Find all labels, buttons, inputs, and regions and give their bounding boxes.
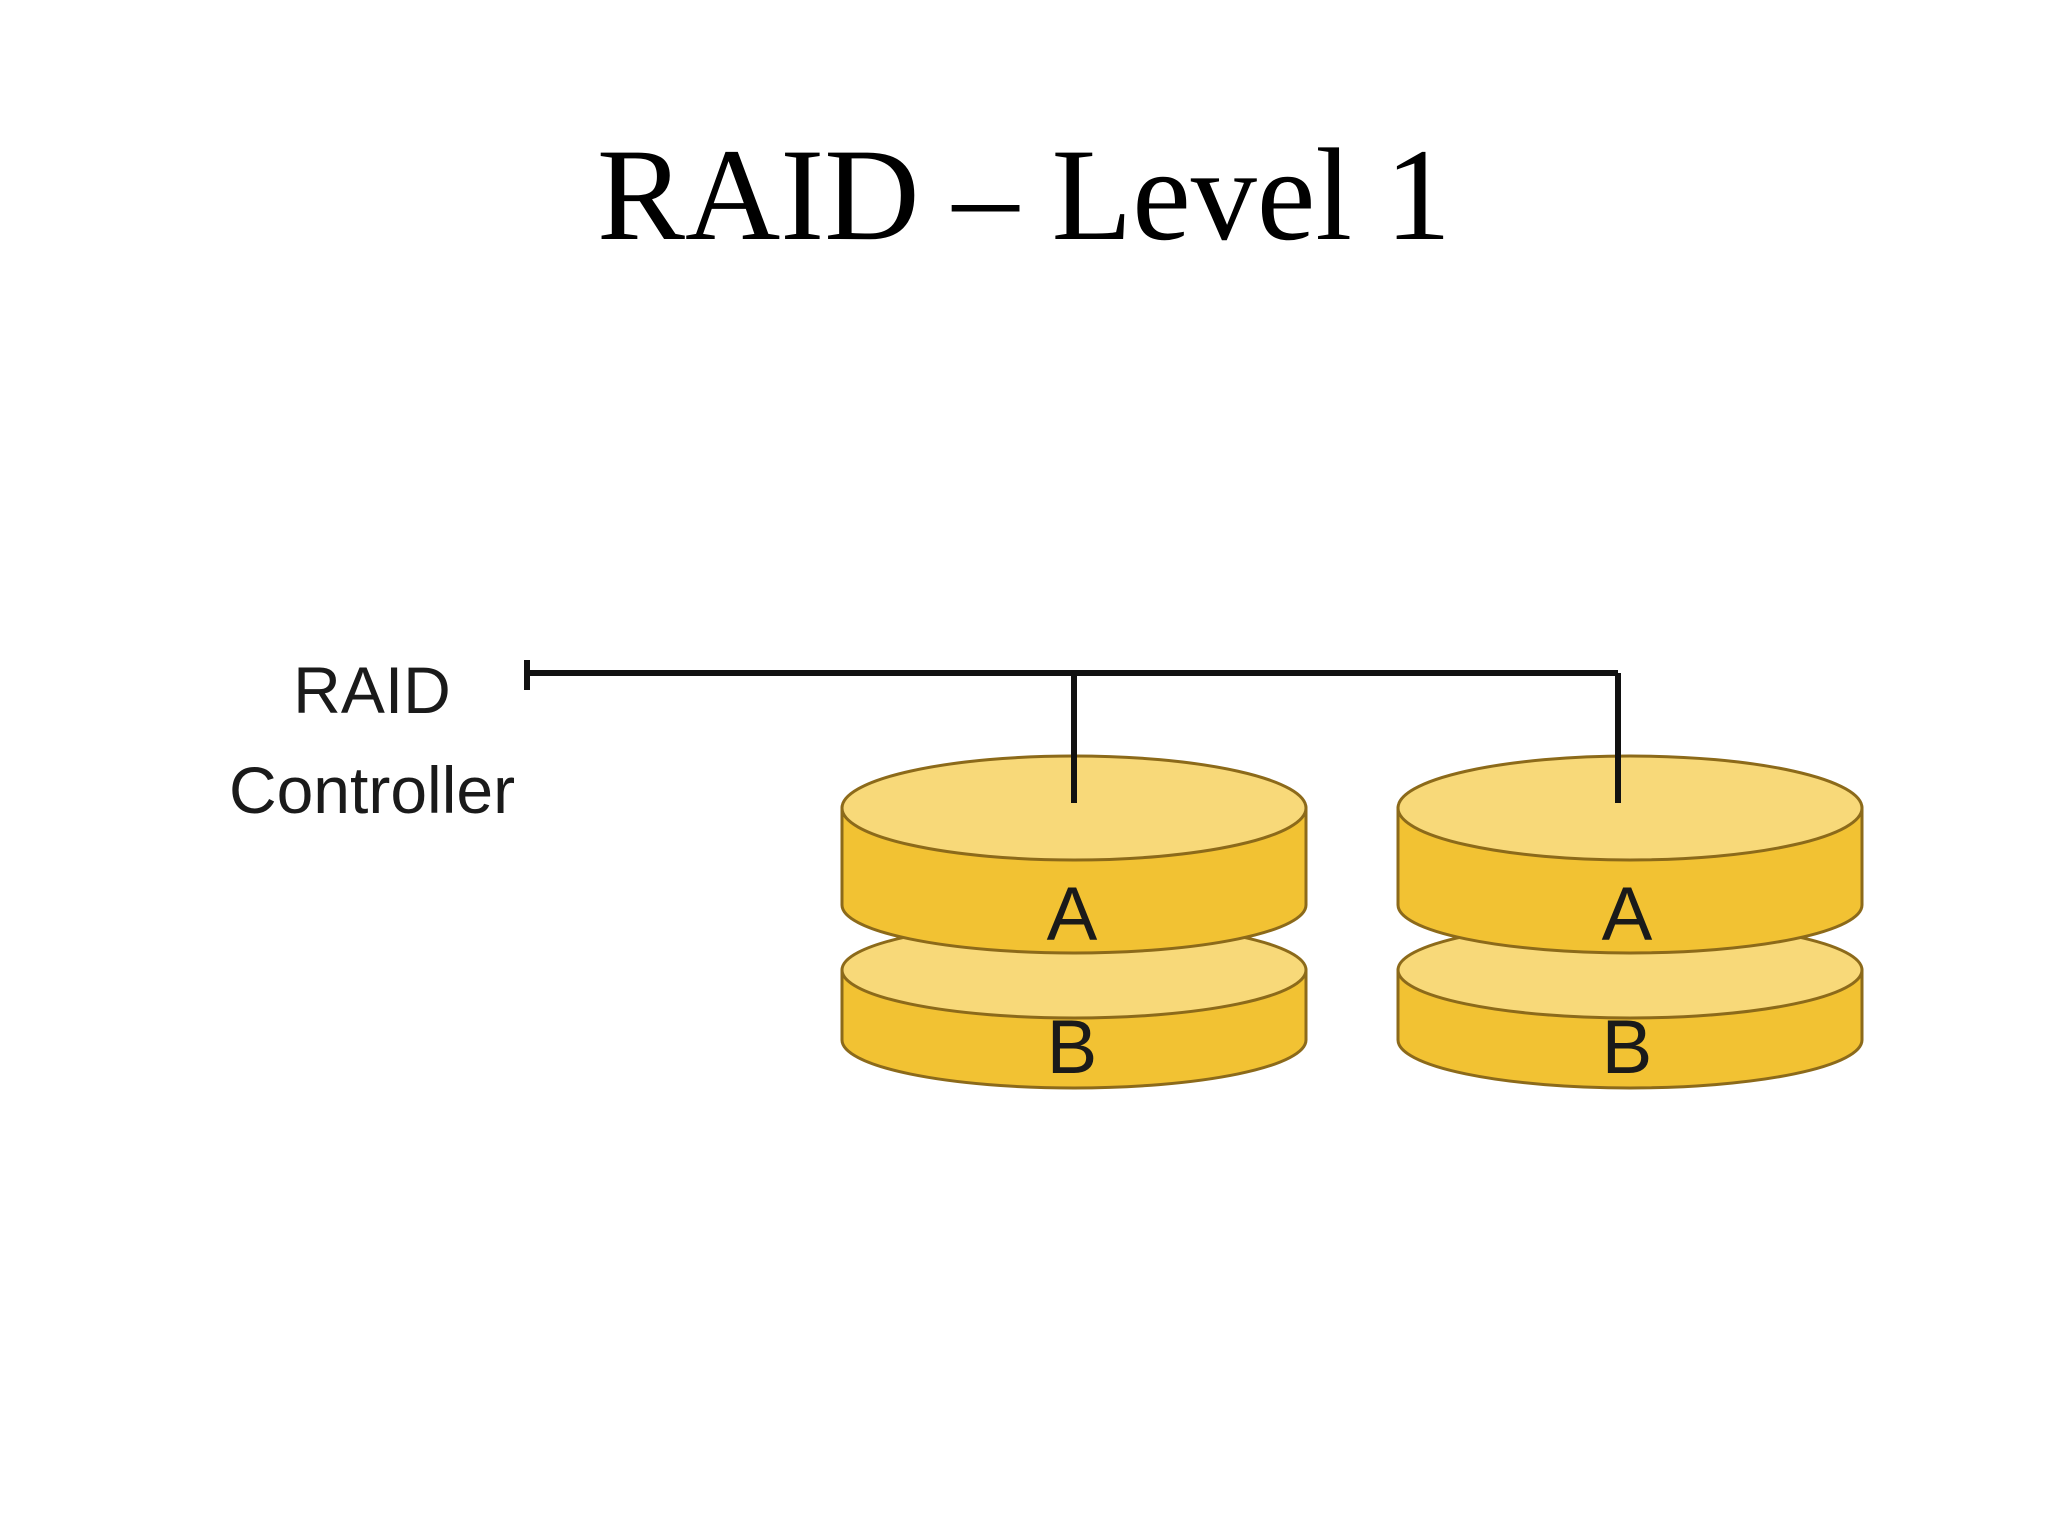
disk-2-label-a: A [1602,872,1653,957]
disk-2-label-b: B [1602,1005,1653,1090]
disk-stack-1: A B [840,754,1308,1090]
disk-stack-2: A B [1396,754,1864,1090]
disk-1-label-a: A [1047,872,1098,957]
disk-platter-top [1396,754,1864,862]
disk-1-label-b: B [1047,1005,1098,1090]
controller-label-line1: RAID [293,653,451,727]
controller-label-line2: Controller [229,753,515,827]
disk-connectors [1071,673,1621,803]
slide-title: RAID – Level 1 [596,121,1452,268]
